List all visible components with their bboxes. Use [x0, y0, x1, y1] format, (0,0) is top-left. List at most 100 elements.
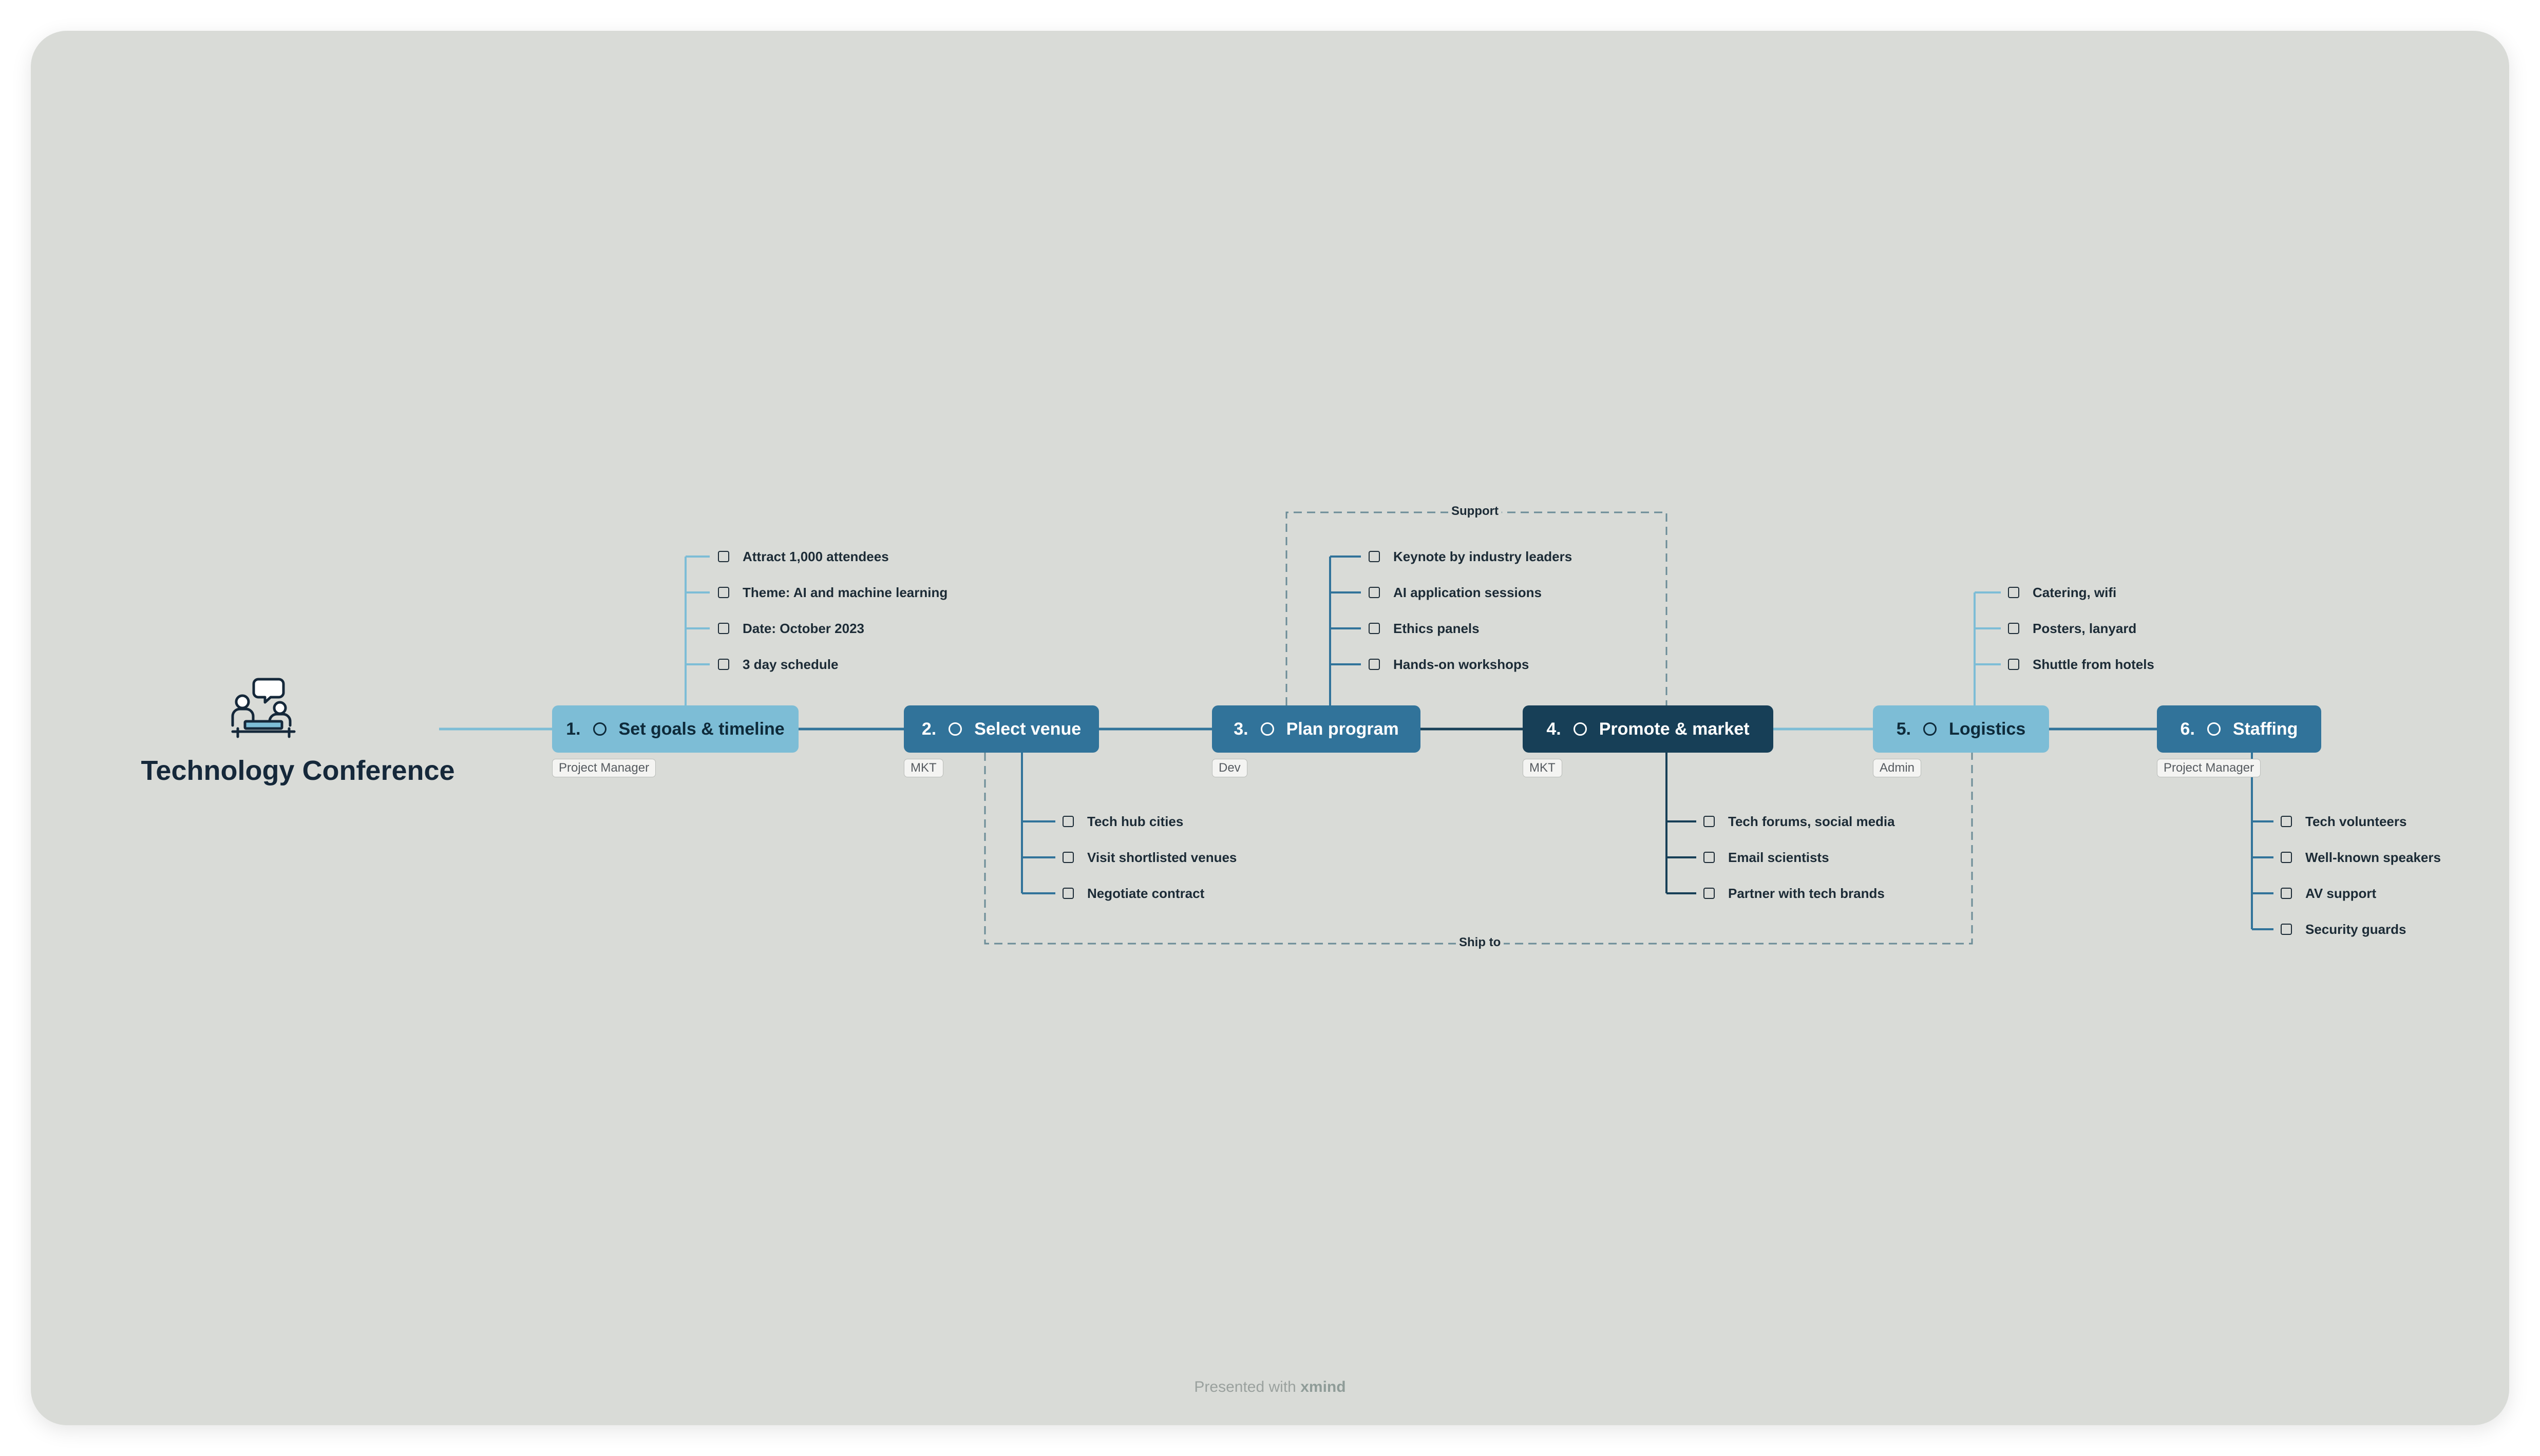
footer-prefix: Presented with	[1194, 1378, 1296, 1395]
subtopic-label: Tech hub cities	[1087, 813, 1184, 829]
subtopic-label: Visit shortlisted venues	[1087, 849, 1237, 865]
subtopic-item[interactable]: Hands-on workshops	[1369, 654, 1529, 675]
subtopic-item[interactable]: Email scientists	[1703, 847, 1829, 868]
topic-promote-market[interactable]: 4. Promote & market	[1523, 705, 1773, 753]
subtopic-item[interactable]: Shuttle from hotels	[2008, 654, 2154, 675]
subtopic-label: Security guards	[2305, 921, 2406, 937]
topic-number: 4.	[1546, 719, 1561, 739]
checkbox-icon[interactable]	[1369, 551, 1380, 562]
subtopic-label: 3 day schedule	[743, 656, 839, 672]
topic-staffing[interactable]: 6. Staffing	[2157, 705, 2321, 753]
subtopic-item[interactable]: Catering, wifi	[2008, 582, 2116, 603]
subtopic-item[interactable]: Date: October 2023	[718, 618, 864, 639]
topic-number: 5.	[1896, 719, 1911, 739]
subtopic-label: Theme: AI and machine learning	[743, 584, 948, 600]
checkbox-icon[interactable]	[1369, 659, 1380, 670]
connector-lines	[439, 511, 2273, 945]
subtopic-label: AV support	[2305, 885, 2377, 901]
checkbox-icon[interactable]	[2281, 852, 2292, 863]
task-circle-icon[interactable]	[1923, 722, 1937, 736]
topic-label: Logistics	[1949, 719, 2026, 739]
role-tag[interactable]: Admin	[1873, 759, 1922, 777]
checkbox-icon[interactable]	[1369, 623, 1380, 634]
subtopic-item[interactable]: 3 day schedule	[718, 654, 838, 675]
subtopic-item[interactable]: AI application sessions	[1369, 582, 1542, 603]
topic-number: 6.	[2180, 719, 2195, 739]
subtopic-label: Email scientists	[1728, 849, 1829, 865]
subtopic-item[interactable]: Attract 1,000 attendees	[718, 546, 889, 567]
checkbox-icon[interactable]	[1369, 587, 1380, 598]
checkbox-icon[interactable]	[2008, 659, 2019, 670]
checkbox-icon[interactable]	[1063, 816, 1074, 827]
task-circle-icon[interactable]	[2207, 722, 2221, 736]
role-tag[interactable]: MKT	[1523, 759, 1562, 777]
topic-number: 3.	[1234, 719, 1248, 739]
subtopic-label: Attract 1,000 attendees	[743, 548, 889, 564]
task-circle-icon[interactable]	[1573, 722, 1587, 736]
subtopic-label: AI application sessions	[1393, 584, 1542, 600]
subtopic-item[interactable]: Posters, lanyard	[2008, 618, 2136, 639]
subtopic-label: Date: October 2023	[743, 620, 864, 636]
subtopic-label: Ethics panels	[1393, 620, 1480, 636]
checkbox-icon[interactable]	[718, 587, 729, 598]
relationship-label-support[interactable]: Support	[1448, 504, 1502, 519]
subtopic-item[interactable]: Keynote by industry leaders	[1369, 546, 1572, 567]
central-topic-title[interactable]: Technology Conference	[141, 755, 455, 786]
checkbox-icon[interactable]	[2281, 924, 2292, 935]
checkbox-icon[interactable]	[718, 551, 729, 562]
checkbox-icon[interactable]	[718, 623, 729, 634]
xmind-logo: xmind	[1300, 1378, 1346, 1395]
checkbox-icon[interactable]	[1703, 852, 1715, 863]
subtopic-label: Keynote by industry leaders	[1393, 548, 1572, 564]
subtopic-label: Negotiate contract	[1087, 885, 1205, 901]
topic-plan-program[interactable]: 3. Plan program	[1212, 705, 1420, 753]
role-tag[interactable]: Dev	[1212, 759, 1247, 777]
subtopic-label: Hands-on workshops	[1393, 656, 1529, 672]
checkbox-icon[interactable]	[2008, 623, 2019, 634]
topic-number: 1.	[566, 719, 581, 739]
relationship-label-ship-to[interactable]: Ship to	[1456, 935, 1504, 950]
role-tag[interactable]: Project Manager	[2157, 759, 2261, 777]
checkbox-icon[interactable]	[2281, 888, 2292, 899]
subtopic-item[interactable]: Security guards	[2281, 919, 2406, 940]
task-circle-icon[interactable]	[1260, 722, 1274, 736]
topic-label: Select venue	[974, 719, 1082, 739]
task-circle-icon[interactable]	[593, 722, 606, 736]
topic-label: Staffing	[2232, 719, 2298, 739]
subtopic-item[interactable]: AV support	[2281, 883, 2376, 904]
subtopic-item[interactable]: Tech volunteers	[2281, 811, 2406, 832]
subtopic-label: Shuttle from hotels	[2033, 656, 2154, 672]
subtopic-label: Catering, wifi	[2033, 584, 2117, 600]
presented-with-footer: Presented with xmind	[31, 1378, 2509, 1396]
topic-label: Plan program	[1286, 719, 1399, 739]
subtopic-label: Well-known speakers	[2305, 849, 2441, 865]
topic-logistics[interactable]: 5. Logistics	[1873, 705, 2049, 753]
subtopic-label: Tech forums, social media	[1728, 813, 1895, 829]
subtopic-item[interactable]: Partner with tech brands	[1703, 883, 1885, 904]
subtopic-item[interactable]: Ethics panels	[1369, 618, 1480, 639]
subtopic-label: Posters, lanyard	[2033, 620, 2137, 636]
checkbox-icon[interactable]	[1063, 852, 1074, 863]
checkbox-icon[interactable]	[2281, 816, 2292, 827]
checkbox-icon[interactable]	[718, 659, 729, 670]
topic-set-goals-timeline[interactable]: 1. Set goals & timeline	[552, 705, 799, 753]
checkbox-icon[interactable]	[1063, 888, 1074, 899]
subtopic-item[interactable]: Visit shortlisted venues	[1063, 847, 1237, 868]
checkbox-icon[interactable]	[1703, 888, 1715, 899]
subtopic-item[interactable]: Tech forums, social media	[1703, 811, 1895, 832]
people-discussion-icon	[231, 678, 296, 738]
topic-label: Set goals & timeline	[618, 719, 785, 739]
checkbox-icon[interactable]	[1703, 816, 1715, 827]
role-tag[interactable]: Project Manager	[552, 759, 656, 777]
topic-select-venue[interactable]: 2. Select venue	[904, 705, 1099, 753]
task-circle-icon[interactable]	[949, 722, 962, 736]
subtopic-label: Partner with tech brands	[1728, 885, 1885, 901]
subtopic-item[interactable]: Theme: AI and machine learning	[718, 582, 947, 603]
checkbox-icon[interactable]	[2008, 587, 2019, 598]
subtopic-item[interactable]: Well-known speakers	[2281, 847, 2441, 868]
role-tag[interactable]: MKT	[904, 759, 943, 777]
subtopic-item[interactable]: Negotiate contract	[1063, 883, 1204, 904]
subtopic-item[interactable]: Tech hub cities	[1063, 811, 1183, 832]
subtopic-label: Tech volunteers	[2305, 813, 2407, 829]
topic-number: 2.	[921, 719, 937, 739]
